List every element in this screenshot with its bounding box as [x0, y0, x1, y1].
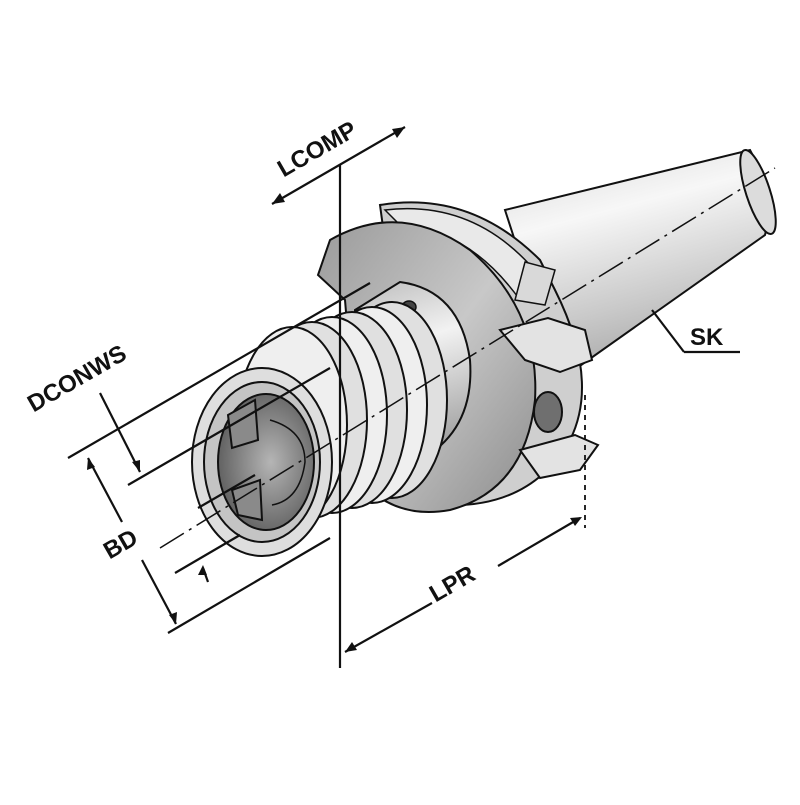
label-sk: SK [690, 324, 724, 351]
arrowheads [87, 127, 582, 652]
dimension-lines [67, 126, 776, 668]
collet-face [191, 367, 333, 557]
taper-shank [503, 148, 777, 382]
